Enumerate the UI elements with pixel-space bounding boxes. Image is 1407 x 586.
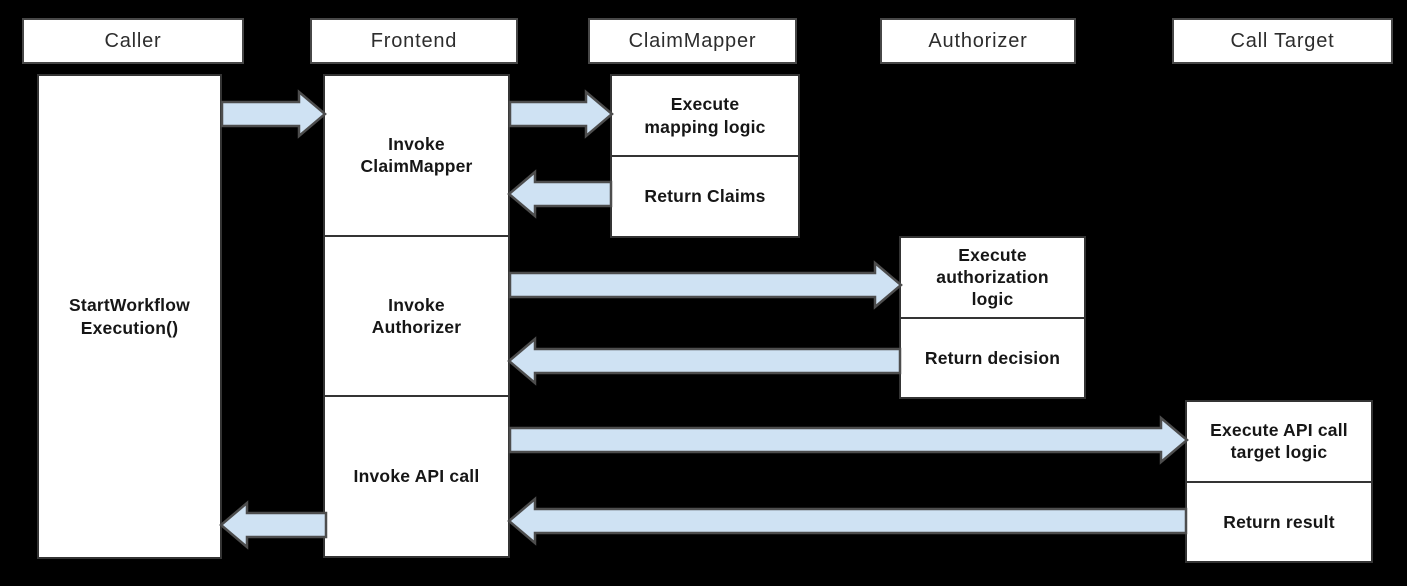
step-startworkflowexecution-label: StartWorkflow Execution() bbox=[69, 295, 190, 338]
lane-header-caller-label: Caller bbox=[104, 29, 162, 52]
step-return-decision-label: Return decision bbox=[924, 347, 1061, 368]
lane-header-call-target-label: Call Target bbox=[1230, 29, 1335, 52]
step-execute-api-call-target-logic: Execute API call target logic bbox=[1187, 402, 1371, 481]
step-execute-api-call-target-logic-label: Execute API call target logic bbox=[1210, 419, 1348, 463]
lane-header-authorizer: Authorizer bbox=[880, 18, 1076, 64]
step-invoke-authorizer: Invoke Authorizer bbox=[325, 234, 508, 396]
step-execute-authorization-logic-label: Execute authorization logic bbox=[936, 244, 1049, 310]
step-execute-authorization-logic: Execute authorization logic bbox=[901, 238, 1084, 317]
arrow-frontend-to-calltarget bbox=[508, 415, 1189, 465]
lane-header-authorizer-label: Authorizer bbox=[928, 29, 1028, 52]
arrow-frontend-to-claimmapper bbox=[508, 89, 614, 139]
claimmapper-activation-box: Execute mapping logic Return Claims bbox=[610, 74, 800, 238]
lane-header-claimmapper-label: ClaimMapper bbox=[628, 29, 757, 52]
step-startworkflowexecution: StartWorkflow Execution() bbox=[39, 76, 220, 557]
arrow-calltarget-return-to-frontend bbox=[507, 496, 1188, 546]
step-execute-mapping-logic-label: Execute mapping logic bbox=[644, 94, 766, 137]
caller-activation-box: StartWorkflow Execution() bbox=[37, 74, 222, 559]
step-return-claims-label: Return Claims bbox=[644, 186, 766, 207]
step-return-claims: Return Claims bbox=[612, 155, 798, 236]
lane-header-call-target: Call Target bbox=[1172, 18, 1393, 64]
arrow-authorizer-return-to-frontend bbox=[507, 336, 902, 386]
lane-header-claimmapper: ClaimMapper bbox=[588, 18, 797, 64]
authorizer-activation-box: Execute authorization logic Return decis… bbox=[899, 236, 1086, 399]
lane-header-caller: Caller bbox=[22, 18, 244, 64]
arrow-frontend-return-to-caller bbox=[219, 500, 328, 550]
step-invoke-api-call: Invoke API call bbox=[325, 395, 508, 556]
arrow-frontend-to-authorizer bbox=[508, 260, 903, 310]
arrow-claimmapper-return-to-frontend bbox=[507, 169, 613, 219]
call-target-activation-box: Execute API call target logic Return res… bbox=[1185, 400, 1373, 563]
lane-header-frontend-label: Frontend bbox=[370, 29, 458, 52]
step-invoke-authorizer-label: Invoke Authorizer bbox=[371, 294, 462, 337]
lane-header-frontend: Frontend bbox=[310, 18, 518, 64]
step-invoke-api-call-label: Invoke API call bbox=[353, 466, 480, 487]
frontend-activation-box: Invoke ClaimMapper Invoke Authorizer Inv… bbox=[323, 74, 510, 558]
step-return-decision: Return decision bbox=[901, 316, 1084, 398]
step-invoke-claimmapper: Invoke ClaimMapper bbox=[325, 76, 508, 235]
step-return-result-label: Return result bbox=[1223, 511, 1335, 532]
arrow-caller-to-frontend bbox=[220, 89, 327, 139]
step-execute-mapping-logic: Execute mapping logic bbox=[612, 76, 798, 155]
step-return-result: Return result bbox=[1187, 480, 1371, 562]
step-invoke-claimmapper-label: Invoke ClaimMapper bbox=[360, 133, 473, 177]
